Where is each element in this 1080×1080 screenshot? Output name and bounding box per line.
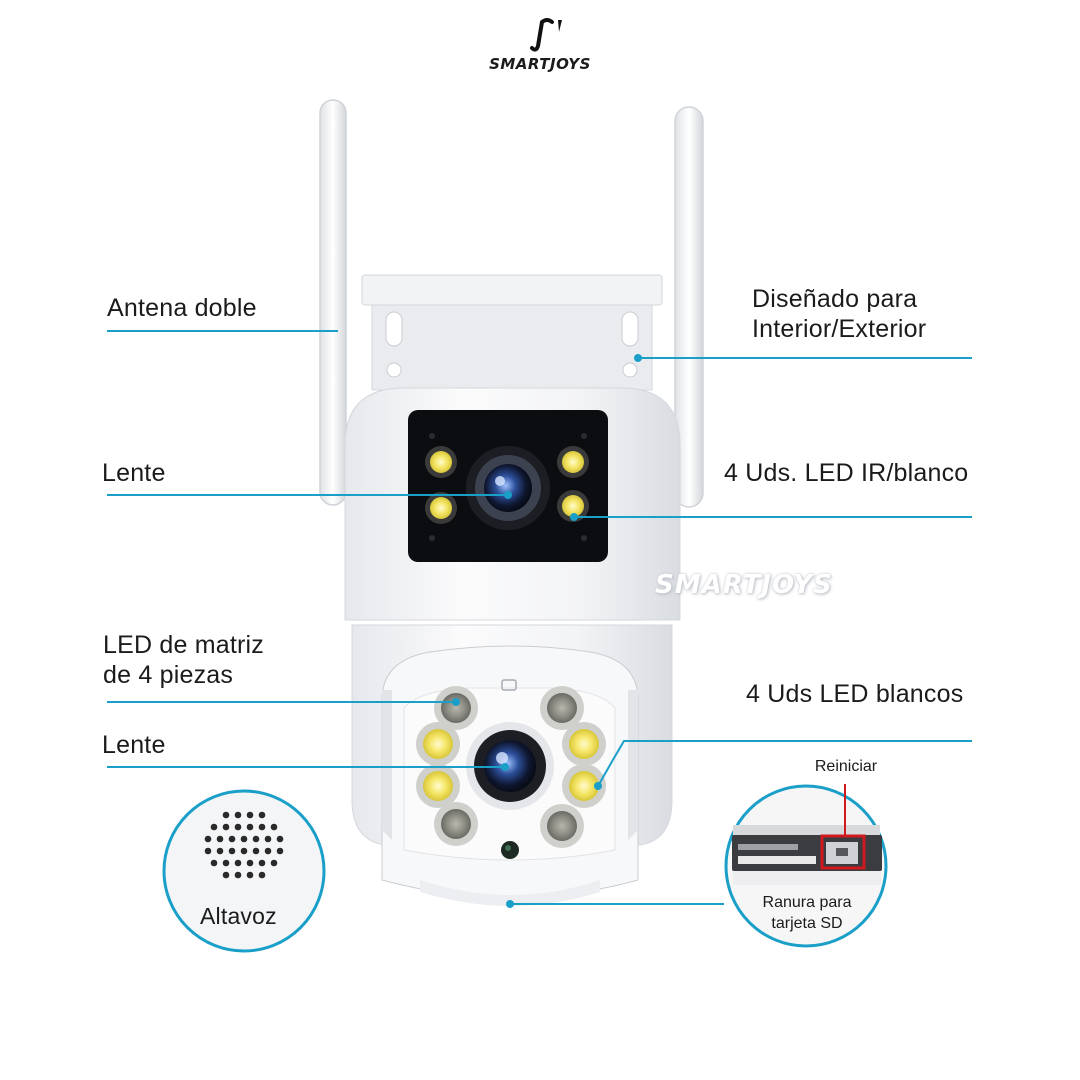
sd-slot-icon xyxy=(732,835,882,871)
sd-slot-inset xyxy=(724,784,888,948)
left-antenna xyxy=(319,99,347,506)
label-lens-bottom: Lente xyxy=(102,731,166,759)
label-antenna: Antena doble xyxy=(107,294,257,322)
upper-housing xyxy=(344,387,681,621)
wall-mount xyxy=(361,274,663,391)
speaker-grill-icon xyxy=(204,811,284,879)
label-speaker: Altavoz xyxy=(200,903,277,929)
brand-logo-text: SMARTJOYS xyxy=(489,55,591,73)
callout-lines xyxy=(107,330,972,908)
label-reset: Reiniciar xyxy=(814,758,878,775)
lower-housing xyxy=(351,624,673,906)
logo-mark-icon xyxy=(530,18,562,52)
label-matrix-line1: LED de matriz xyxy=(103,631,264,659)
label-designed-line1: Diseñado para xyxy=(752,285,918,313)
right-antenna xyxy=(674,106,704,508)
label-sd-line2: tarjeta SD xyxy=(771,915,843,932)
label-sd-line1: Ranura para xyxy=(762,894,852,911)
label-designed-line2: Interior/Exterior xyxy=(752,315,927,343)
speaker-inset xyxy=(162,789,326,953)
brand-watermark: SMARTJOYS xyxy=(655,570,833,600)
label-matrix-line2: de 4 piezas xyxy=(103,661,234,689)
label-lens-top: Lente xyxy=(102,459,166,487)
label-ir-leds: 4 Uds. LED IR/blanco xyxy=(724,459,969,487)
label-white-leds: 4 Uds LED blancos xyxy=(746,680,964,708)
